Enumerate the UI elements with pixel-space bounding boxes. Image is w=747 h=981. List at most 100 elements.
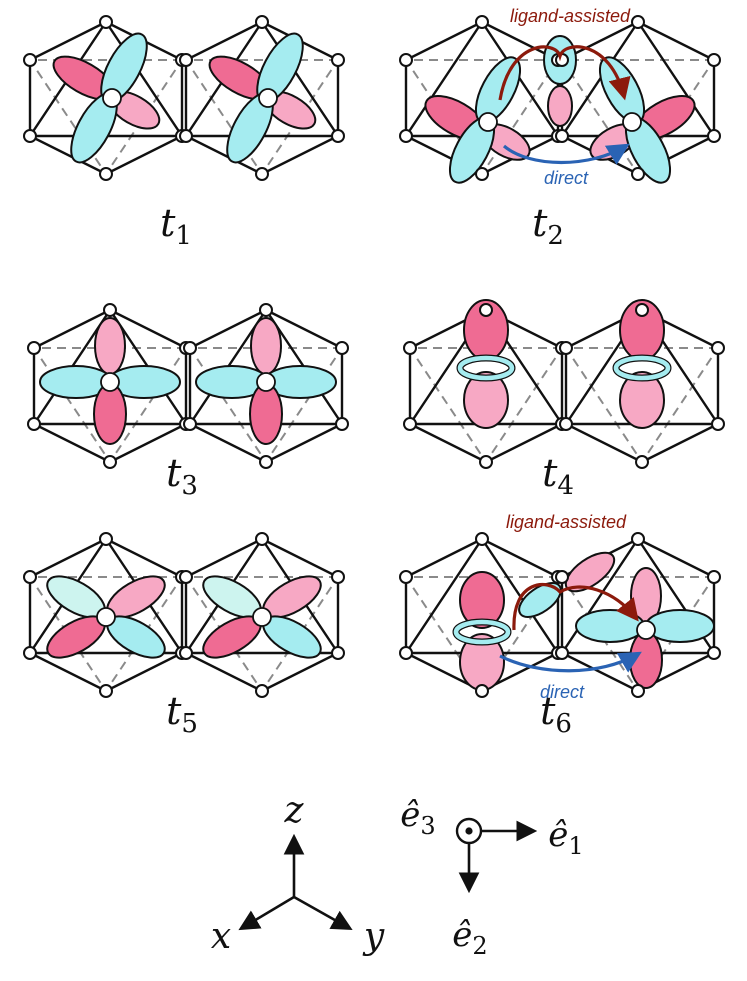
direct-label-bg <box>524 681 600 703</box>
ligand-site <box>331 646 345 660</box>
metal-center <box>622 112 642 132</box>
hopping-arrows-t2 <box>498 45 631 165</box>
orbital-lobe <box>250 317 282 375</box>
ligand-site <box>23 129 37 143</box>
ligand-site <box>399 53 413 67</box>
orbital-lobe <box>564 551 616 593</box>
ligand-site <box>23 646 37 660</box>
ligand-site <box>331 570 345 584</box>
orbital-lobe <box>629 631 663 689</box>
ligand-site <box>711 417 725 431</box>
ligand-site <box>255 532 269 546</box>
e3-label: ê3 <box>400 795 435 840</box>
ligand-site <box>555 646 569 660</box>
ligand-site <box>335 417 349 431</box>
metal-center <box>96 607 116 627</box>
metal-center <box>256 372 276 392</box>
panel-t6 <box>399 532 721 698</box>
panel-label-t2: t2 <box>532 201 564 251</box>
panel-t1 <box>23 15 345 181</box>
ligand-site <box>179 570 193 584</box>
panel-t3 <box>27 303 349 469</box>
ligand-assisted-arrow <box>512 583 639 631</box>
back-face-triangle <box>184 59 340 176</box>
metal-center <box>478 112 498 132</box>
ligand-assisted-arrow <box>498 45 631 101</box>
ligand-site <box>179 53 193 67</box>
ligand-site <box>399 129 413 143</box>
dz2-torus <box>457 355 515 381</box>
ligand-site <box>479 303 493 317</box>
ligand-site <box>99 167 113 181</box>
x-axis-arrow <box>238 895 295 931</box>
direct-label-bg <box>528 167 604 189</box>
panel-t4 <box>403 299 725 469</box>
ligand-site <box>23 570 37 584</box>
ligand-site <box>403 341 417 355</box>
direct-label: direct <box>544 168 589 188</box>
ligand-assisted-label: ligand-assisted <box>510 6 631 26</box>
ligand-site <box>479 455 493 469</box>
orbital-lobe <box>619 371 665 429</box>
ligand-site <box>179 646 193 660</box>
ligand-site <box>635 455 649 469</box>
panel-label-t1: t1 <box>160 201 192 251</box>
orbital-lobe <box>94 317 126 375</box>
ligand-site <box>103 303 117 317</box>
panel-label-t5: t5 <box>166 689 198 739</box>
dz2-torus <box>613 355 671 381</box>
ligand-site <box>399 570 413 584</box>
direct-arrow <box>502 143 630 165</box>
direct-label: direct <box>540 682 585 702</box>
orbital-lobe <box>474 56 522 124</box>
ligand-site <box>631 532 645 546</box>
ligand-assisted-label: ligand-assisted <box>506 512 627 532</box>
ligand-site <box>99 684 113 698</box>
ligand-site <box>255 167 269 181</box>
back-face-triangle <box>28 59 184 176</box>
ligand-site <box>255 15 269 29</box>
ligand-site <box>475 167 489 181</box>
direct-arrow <box>499 651 642 673</box>
ligand-site <box>555 53 569 67</box>
ligand-site <box>559 417 573 431</box>
ligand-site <box>99 532 113 546</box>
ligand-site <box>475 532 489 546</box>
orbital-lobe <box>93 383 127 445</box>
ligand-site <box>707 129 721 143</box>
ligand-site <box>631 684 645 698</box>
ligand-site <box>183 341 197 355</box>
ligand-site <box>335 341 349 355</box>
orbital-lobe <box>547 85 573 127</box>
orbital-lobe <box>463 371 509 429</box>
ligand-site <box>331 53 345 67</box>
ligand-site <box>99 15 113 29</box>
e3-dot <box>465 827 473 835</box>
back-face-triangle <box>28 576 184 693</box>
ligand-site <box>23 53 37 67</box>
ligand-site <box>475 684 489 698</box>
ligand-site <box>559 341 573 355</box>
x-axis-label: x <box>211 916 231 957</box>
ligand-site <box>179 129 193 143</box>
ligand-site <box>255 684 269 698</box>
panel-t5 <box>23 532 345 698</box>
y-axis-arrow <box>293 895 353 931</box>
hopping-arrows-t6 <box>499 583 642 673</box>
ligand-site <box>631 15 645 29</box>
metal-center <box>100 372 120 392</box>
metal-center <box>252 607 272 627</box>
e2-label: ê2 <box>452 915 487 960</box>
ligand-site <box>707 646 721 660</box>
ligand-site <box>711 341 725 355</box>
ligand-site <box>103 455 117 469</box>
y-axis-label: y <box>362 916 385 957</box>
ligand-site <box>259 455 273 469</box>
back-face-triangle <box>184 576 340 693</box>
ligand-site <box>555 129 569 143</box>
panel-label-t6: t6 <box>540 689 572 739</box>
ligand-site <box>27 341 41 355</box>
